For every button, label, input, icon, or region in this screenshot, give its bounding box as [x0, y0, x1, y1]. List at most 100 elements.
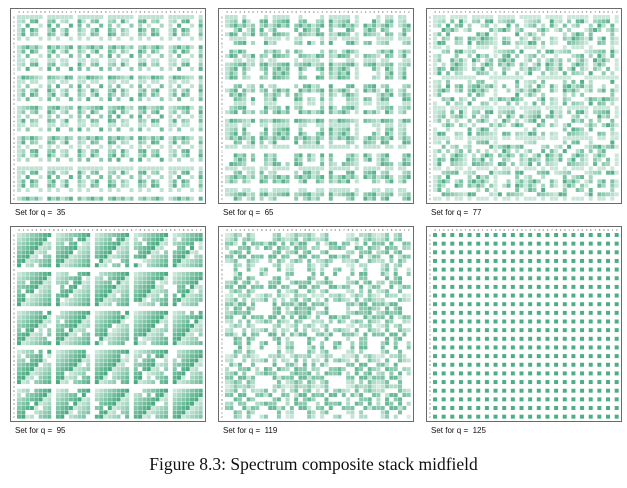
pattern-cell: [55, 241, 60, 246]
pattern-cell: [38, 233, 43, 237]
pattern-cell: [298, 110, 303, 115]
pattern-cell: [116, 289, 121, 294]
pattern-cell: [77, 410, 82, 415]
pattern-cell: [433, 188, 437, 192]
pattern-cell: [34, 406, 39, 410]
pattern-cell: [433, 15, 437, 19]
top-index-tick: 1: [23, 228, 25, 232]
pattern-cell: [523, 45, 528, 50]
pattern-cell: [133, 336, 138, 341]
pattern-cell: [68, 66, 73, 71]
pattern-cell: [610, 92, 615, 97]
pattern-cell: [94, 75, 99, 80]
pattern-cell: [86, 144, 91, 149]
pattern-cell: [246, 166, 251, 171]
pattern-cell: [536, 192, 541, 197]
pattern-cell: [545, 15, 550, 19]
pattern-cell: [194, 302, 199, 307]
left-index-tick: 6: [13, 85, 15, 89]
pattern-cell: [506, 36, 511, 41]
pattern-cell: [142, 336, 147, 341]
pattern-cell: [346, 110, 351, 115]
pattern-cell: [523, 101, 528, 106]
pattern-cell: [190, 397, 194, 402]
pattern-cell: [333, 105, 338, 110]
pattern-cell: [502, 149, 507, 154]
pattern-cell: [259, 19, 264, 24]
pattern-cell: [354, 49, 359, 54]
pattern-cell: [233, 84, 238, 89]
pattern-cell: [506, 192, 511, 197]
pattern-cell: [437, 71, 442, 76]
pattern-cell: [285, 19, 290, 24]
pattern-cell: [402, 110, 407, 115]
top-index-tick: 4: [165, 228, 167, 232]
pattern-cell: [103, 380, 108, 385]
pattern-cell: [38, 157, 43, 162]
pattern-cell: [38, 349, 43, 354]
pattern-cell: [458, 97, 463, 102]
pattern-cell: [614, 75, 619, 80]
pattern-cell: [588, 192, 593, 197]
pattern-cell: [476, 58, 481, 63]
pattern-cell: [242, 32, 247, 37]
pattern-cell: [389, 15, 394, 19]
pattern-cell: [90, 79, 95, 84]
pattern-cell: [354, 118, 359, 123]
pattern-cell: [151, 302, 156, 307]
pattern-cell: [29, 258, 34, 263]
pattern-cell: [480, 84, 485, 89]
top-index-tick: 4: [495, 10, 497, 14]
pattern-cell: [151, 371, 156, 376]
top-index-tick: 0: [62, 228, 64, 232]
pattern-cell: [567, 170, 572, 175]
pattern-cell: [268, 92, 273, 97]
pattern-cell: [112, 284, 117, 289]
pattern-cell: [155, 328, 160, 333]
pattern-cell: [21, 293, 26, 298]
pattern-cell: [441, 183, 446, 188]
pattern-cell: [506, 118, 511, 123]
left-index-tick: 4: [429, 33, 431, 37]
pattern-cell: [298, 241, 303, 246]
pattern-cell: [177, 254, 182, 259]
pattern-cell: [467, 53, 472, 58]
pattern-cell: [341, 32, 346, 37]
left-index-tick: 9: [13, 141, 15, 145]
left-index-tick: 8: [13, 268, 15, 272]
pattern-cell: [233, 110, 238, 115]
pattern-cell: [545, 49, 550, 54]
pattern-cell: [25, 362, 30, 367]
pattern-cell: [497, 192, 502, 197]
pattern-cell: [159, 371, 164, 376]
top-index-tick: 2: [408, 10, 410, 14]
pattern-cell: [159, 53, 164, 58]
left-index-tick: 4: [221, 381, 223, 385]
pattern-cell: [21, 49, 26, 54]
pattern-cell: [601, 166, 606, 171]
pattern-cell: [489, 75, 494, 80]
pattern-cell: [467, 192, 472, 197]
pattern-cell: [246, 196, 251, 201]
pattern-cell: [133, 341, 138, 346]
left-index-tick: 9: [221, 141, 223, 145]
pattern-cell: [484, 131, 489, 136]
pattern-cell: [541, 71, 546, 76]
pattern-cell: [86, 388, 91, 393]
pattern-cell: [17, 358, 21, 363]
pattern-cell: [233, 49, 238, 54]
pattern-cell: [528, 114, 533, 119]
pattern-cell: [259, 188, 264, 192]
pattern-cell: [116, 323, 121, 328]
pattern-cell: [354, 62, 359, 67]
pattern-cell: [237, 40, 242, 45]
pattern-cell: [402, 131, 407, 136]
pattern-cell: [94, 166, 99, 171]
pattern-cell: [38, 397, 43, 402]
top-index-tick: 1: [404, 10, 406, 14]
pattern-cell: [181, 19, 186, 24]
top-index-tick: 2: [530, 10, 532, 14]
left-index-tick: 8: [429, 137, 431, 141]
pattern-cell: [614, 131, 619, 136]
pattern-cell: [597, 149, 602, 154]
